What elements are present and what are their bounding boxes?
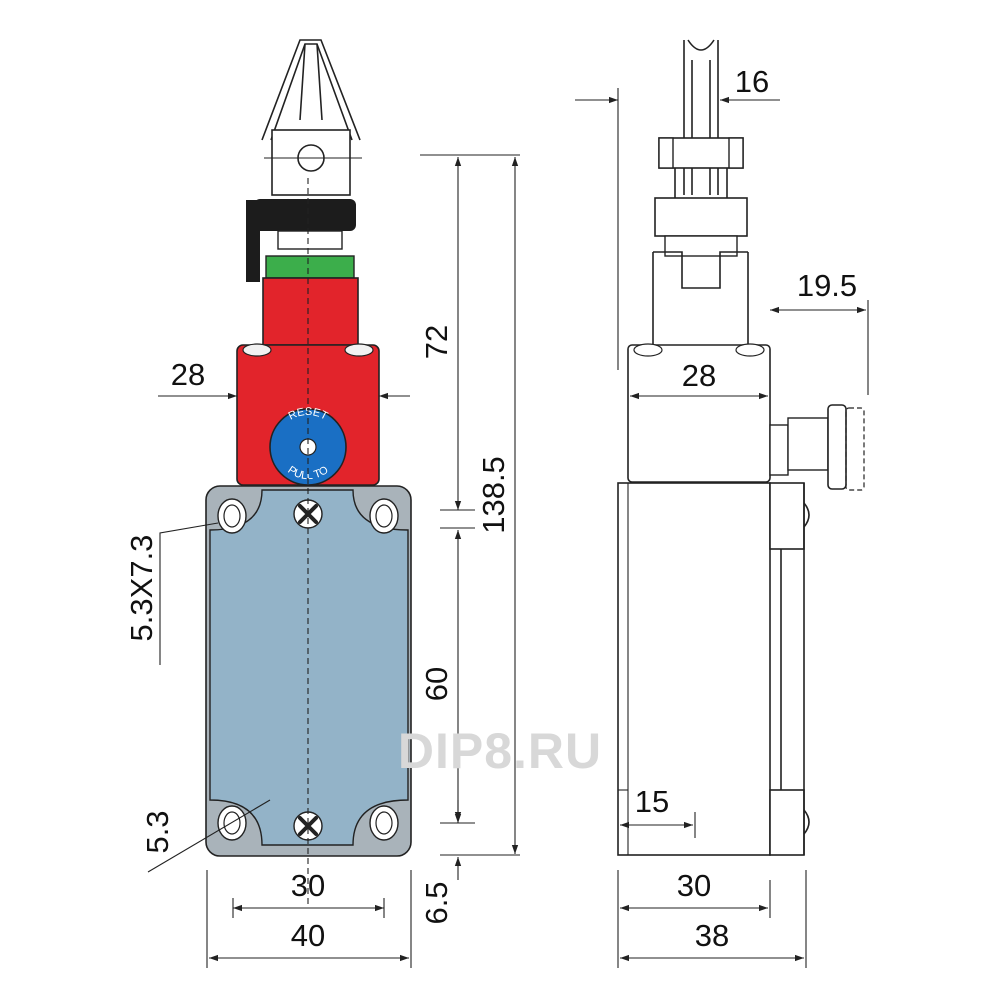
front-rope-gripper [261,39,362,196]
front-red-neck [262,277,359,346]
side-body [617,482,810,856]
front-black-collar [246,199,356,282]
dim-front-head-width: 28 [171,357,205,392]
reset-top-text: RESET [287,406,330,423]
dim-front-bottom-offset: 6.5 [419,881,454,924]
dim-front-total-height: 138.5 [476,456,511,534]
dim-front-head-height: 72 [419,325,454,359]
dim-side-head-width: 28 [682,358,716,393]
side-view [617,39,865,856]
dim-front-hole: 5.3 [140,810,175,853]
dim-front-body-width: 40 [291,918,325,953]
dim-side-hole-spacing: 30 [677,868,711,903]
dimension-labels: 28 72 138.5 60 5.3X7.3 5.3 30 40 6.5 16 … [124,64,857,953]
side-head [627,343,771,483]
dimension-lines [147,88,869,968]
mounting-holes [217,498,399,841]
dim-side-bottom-feature: 15 [635,784,669,819]
front-green-band [265,255,355,279]
dim-side-lever-width: 16 [735,64,769,99]
dim-front-slot: 5.3X7.3 [124,535,159,642]
side-reset-knob [769,404,865,491]
watermark: DIP8.RU [398,723,602,779]
dim-front-body-height: 60 [419,667,454,701]
dim-side-reset-offset: 19.5 [797,268,857,303]
dim-side-body-depth: 38 [695,918,729,953]
dim-front-hole-spacing: 30 [291,868,325,903]
front-view: RESET PULL TO [205,39,412,905]
side-lever [652,39,749,345]
